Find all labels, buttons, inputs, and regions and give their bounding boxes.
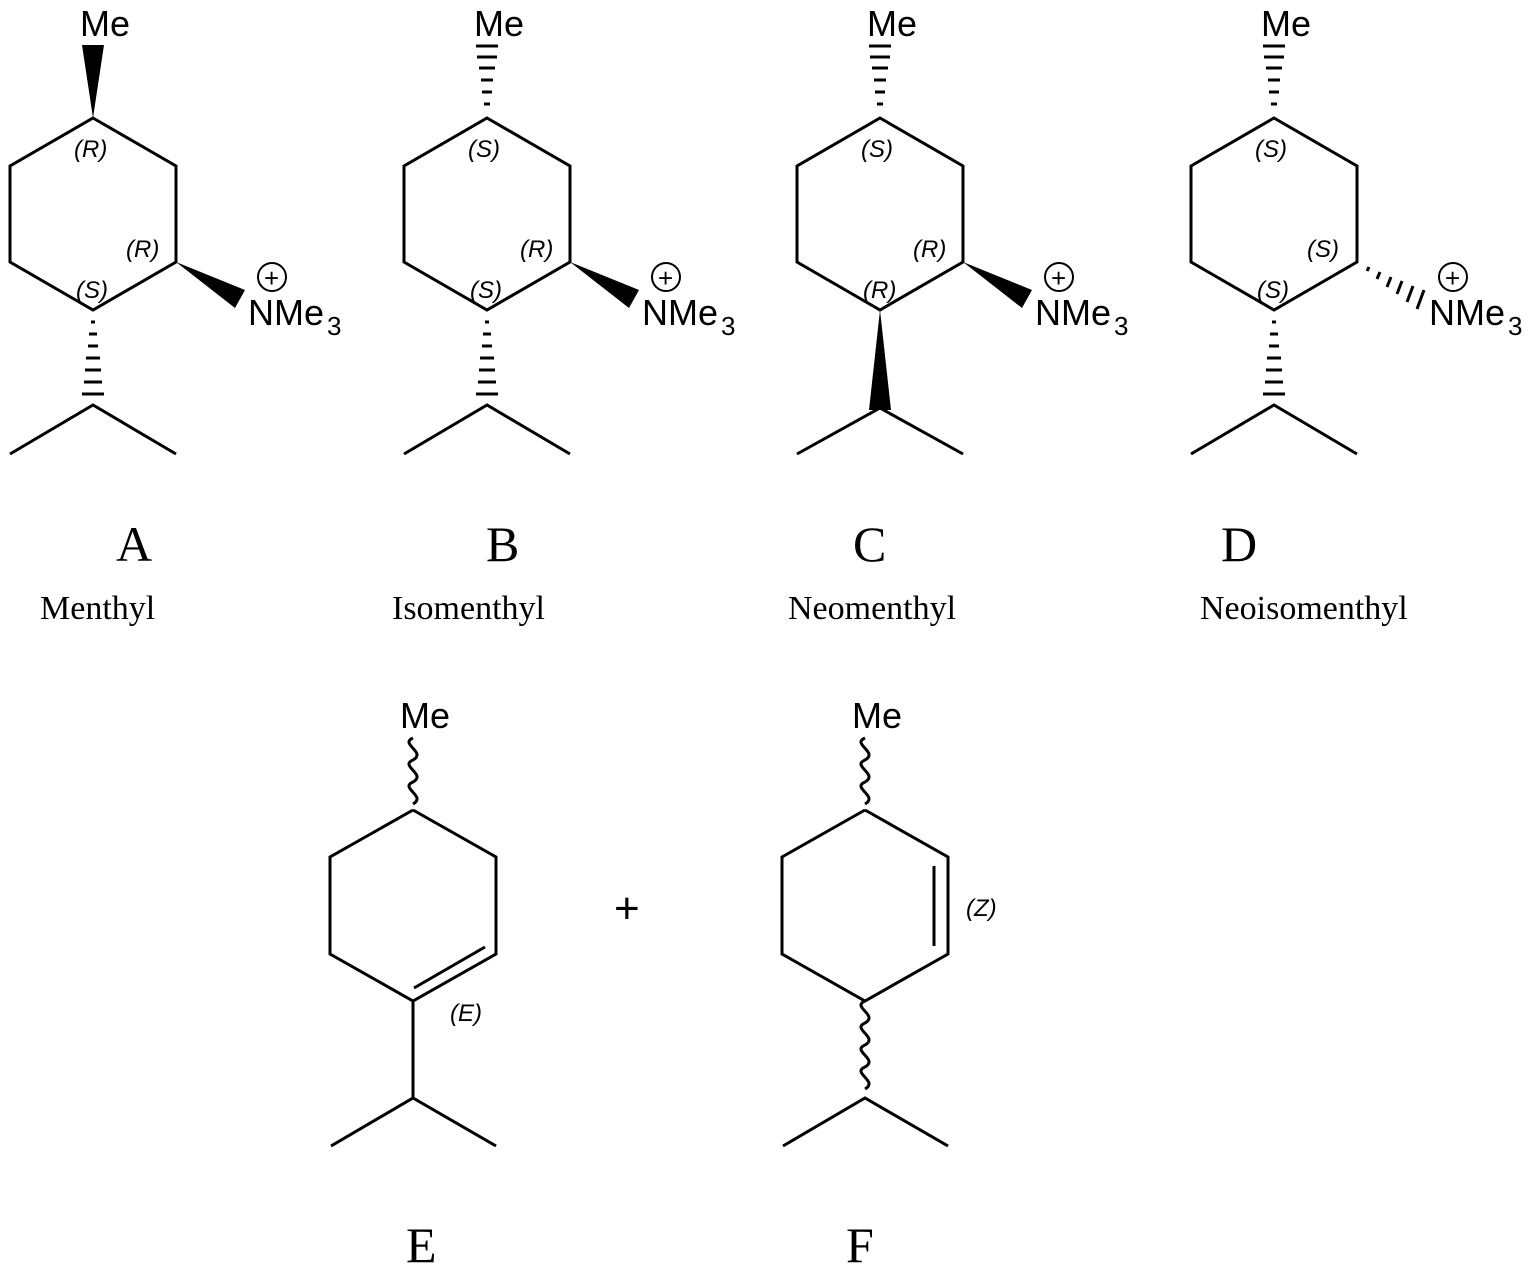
hashed-bond-methyl [869,44,891,106]
wedge-bond-methyl [82,45,104,118]
wavy-bond-isopropyl [859,999,871,1091]
compound-letter-a: A [116,516,152,572]
double-bond-inner-line [413,945,486,990]
alkene-stereo-label: (Z) [966,895,997,922]
hashed-bond-methyl [1263,44,1285,106]
stereo-label-c3: (R) [913,236,946,263]
amine-subscript: 3 [721,311,735,341]
compound-letter-d: D [1221,516,1257,572]
amine-label: NMe [642,292,718,333]
stereo-label-c4: (S) [470,277,502,304]
wedge-bond-isopropyl [869,310,891,410]
stereo-label-c4: (R) [863,277,896,304]
wedge-bond-amine [176,262,245,308]
trimethylammonium-group: + NMe 3 [248,262,341,341]
compound-name-d: Neoisomenthyl [1200,590,1408,627]
methyl-label: Me [80,3,130,44]
hashed-bond-isopropyl [1263,320,1285,396]
stereo-label-c3: (R) [520,236,553,263]
cyclohexane-ring [8,116,178,312]
trimethylammonium-group: + NMe 3 [1035,262,1128,341]
compound-letter-c: C [853,516,886,572]
isopropyl-group [782,1096,949,1148]
cyclohexene-ring [780,808,950,1003]
amine-subscript: 3 [1114,311,1128,341]
isopropyl-group [9,403,177,456]
charge-symbol: + [1445,263,1460,293]
compound-name-b: Isomenthyl [392,590,545,627]
wavy-bond-methyl [859,736,871,806]
positive-charge-icon [1044,262,1074,292]
positive-charge-icon [257,262,287,292]
methyl-label: Me [400,695,450,736]
amine-subscript: 3 [327,311,341,341]
charge-symbol: + [264,263,279,293]
cyclohexene-ring [328,808,498,1003]
alkene-stereo-label: (E) [450,1000,482,1027]
compound-name-c: Neomenthyl [788,590,956,627]
positive-charge-icon [1438,262,1468,292]
compound-name-a: Menthyl [40,590,155,627]
wedge-bond-amine [570,262,639,308]
compound-d: Me + NMe 3 (S) (S) (S) [1189,3,1522,456]
trimethylammonium-group: + NMe 3 [642,262,735,341]
stereo-label-c1: (S) [1255,136,1287,163]
plus-sign: + [614,884,640,933]
isopropyl-group [1190,403,1358,456]
compound-c: Me + NMe 3 (S) (R) (R) [795,3,1128,456]
cyclohexane-ring [1189,116,1359,312]
hashed-bond-isopropyl [476,320,498,396]
isopropyl-group [403,403,571,456]
methyl-label: Me [1261,3,1311,44]
stereo-label-c4: (S) [1257,277,1289,304]
product-letter-e: E [406,1217,437,1273]
positive-charge-icon [651,262,681,292]
charge-symbol: + [1051,263,1066,293]
amine-label: NMe [1035,292,1111,333]
compound-letter-b: B [486,516,519,572]
amine-subscript: 3 [1508,311,1522,341]
amine-label: NMe [248,292,324,333]
methyl-label: Me [867,3,917,44]
hashed-bond-amine [1365,266,1426,310]
compound-b: Me + NMe 3 (S) (R) (S) [402,3,735,456]
stereo-label-c3: (S) [1307,236,1339,263]
isopropyl-group [796,406,964,456]
product-f: Me (Z) [780,695,997,1148]
amine-label: NMe [1429,292,1505,333]
charge-symbol: + [658,263,673,293]
trimethylammonium-group: + NMe 3 [1429,262,1522,341]
methyl-label: Me [474,3,524,44]
wedge-bond-amine [963,262,1032,308]
stereo-label-c4: (S) [76,277,108,304]
product-letter-f: F [846,1217,874,1273]
methyl-label: Me [852,695,902,736]
cyclohexane-ring [402,116,572,312]
isopropyl-group [330,1096,497,1148]
compound-a: Me + NMe 3 (R) (R) (S) [8,3,341,456]
product-e: Me (E) [328,695,498,1148]
hashed-bond-methyl [476,44,498,106]
stereo-label-c1: (S) [468,136,500,163]
stereo-label-c1: (S) [861,136,893,163]
stereo-label-c1: (R) [74,136,107,163]
hashed-bond-isopropyl [82,320,104,396]
wavy-bond-methyl [407,736,419,806]
stereo-label-c3: (R) [126,236,159,263]
